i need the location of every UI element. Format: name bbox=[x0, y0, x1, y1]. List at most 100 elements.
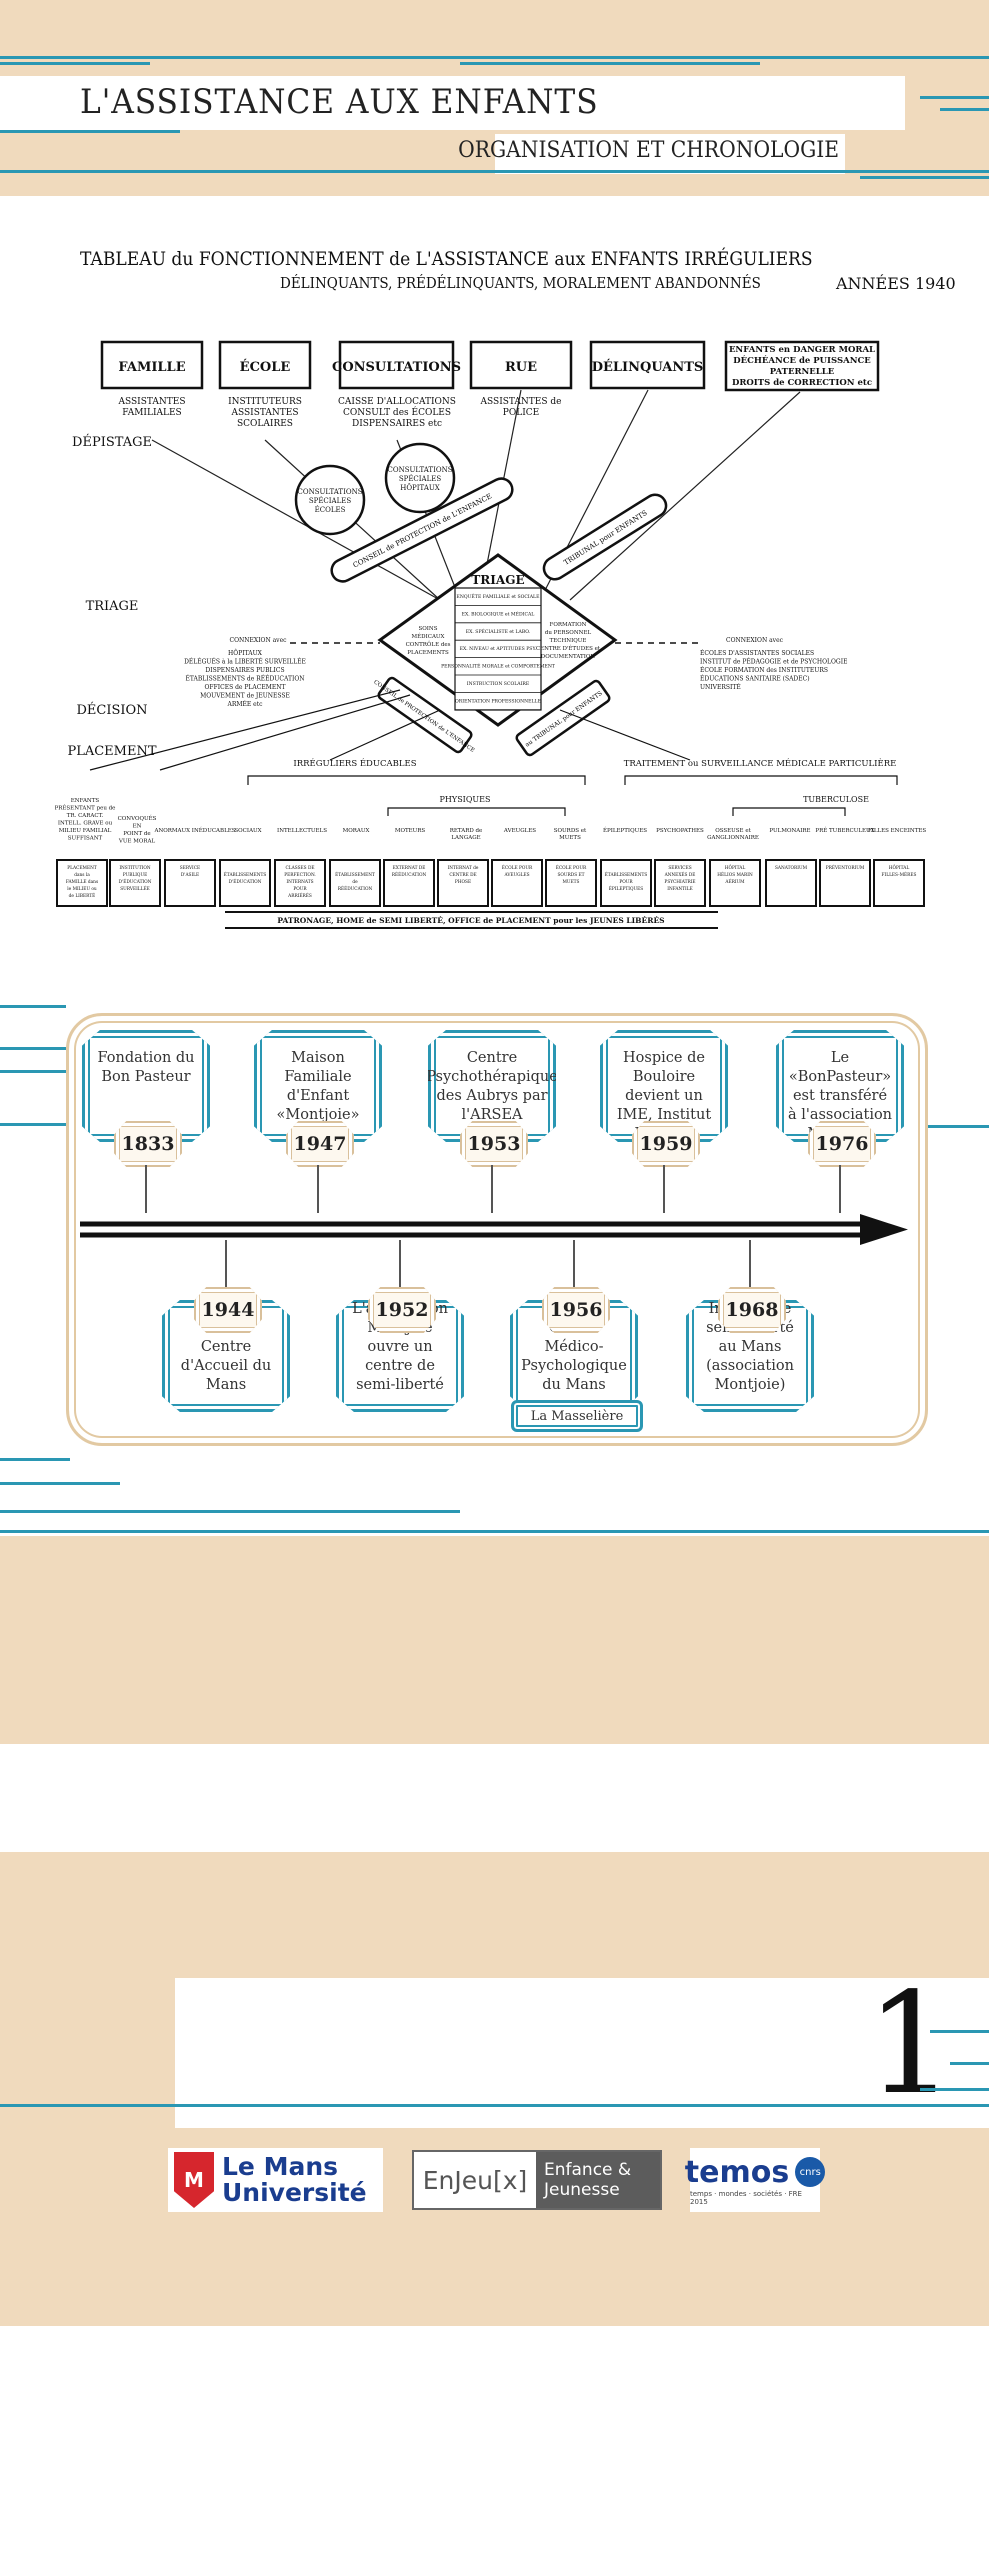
connector-line bbox=[569, 391, 801, 601]
timeline-stem bbox=[317, 1165, 319, 1213]
band-line bbox=[0, 1530, 989, 1533]
lemans-logo: M Le Mans Université bbox=[168, 2148, 383, 2212]
placement-box bbox=[219, 859, 271, 907]
connexion-left: HÔPITAUX bbox=[228, 649, 263, 657]
page-subtitle: ORGANISATION ET CHRONOLOGIE bbox=[458, 138, 839, 163]
placement-label: EXTERNAT DE bbox=[393, 866, 426, 871]
year-badge: 1953 bbox=[460, 1121, 528, 1167]
cnrs-icon: cnrs bbox=[795, 2157, 826, 2187]
year-badge: 1833 bbox=[114, 1121, 182, 1167]
group-label: PHYSIQUES bbox=[440, 795, 491, 804]
year-badge: 1976 bbox=[808, 1121, 876, 1167]
agent-label: DISPENSAIRES etc bbox=[352, 419, 442, 429]
placement-label: POUR bbox=[619, 880, 633, 885]
triage-left: SOINS bbox=[418, 626, 437, 632]
connexion-right: INSTITUT de PÉDAGOGIE et de PSYCHOLOGIE bbox=[700, 658, 847, 666]
source-label: ENFANTS en DANGER MORAL bbox=[729, 345, 875, 355]
category-label: MORAUX bbox=[343, 828, 370, 834]
subtitle-bar bbox=[495, 134, 845, 174]
temos-text: temos bbox=[684, 2154, 790, 2190]
category-label: RETARD de bbox=[450, 828, 483, 834]
year-badge: 1956 bbox=[542, 1287, 610, 1333]
pill-shape bbox=[377, 676, 473, 754]
connexion-right: ÉDUCATIONS SANITAIRE (SADEC) bbox=[700, 675, 810, 683]
pill-shape bbox=[542, 493, 668, 581]
placement-label: CLASSES DE bbox=[285, 866, 314, 871]
timeline-line bbox=[0, 1123, 66, 1126]
source-box bbox=[218, 340, 312, 390]
connexion-left: ÉTABLISSEMENTS de RÉÉDUCATION bbox=[185, 675, 304, 683]
connector-line bbox=[151, 439, 441, 601]
triage-row: EX. SPÉCIALISTE et LABO. bbox=[466, 627, 531, 635]
circle-label: CONSULTATIONS bbox=[387, 466, 452, 474]
circle-label: ÉCOLES bbox=[315, 505, 346, 514]
source-box bbox=[469, 340, 573, 390]
placement-label: PLACEMENT bbox=[67, 866, 97, 871]
placement-label: ARRIÉRÉS bbox=[287, 893, 312, 899]
timeline-stem bbox=[573, 1240, 575, 1288]
category-label: MUETS bbox=[559, 835, 581, 841]
connector-line bbox=[329, 709, 441, 761]
header-line bbox=[460, 62, 760, 65]
placement-label: INFANTILE bbox=[667, 887, 692, 892]
placement-box bbox=[600, 859, 652, 907]
triage-right: TECHNIQUE bbox=[550, 638, 587, 644]
year-badge: 1944 bbox=[194, 1287, 262, 1333]
placement-label: CENTRE DE bbox=[449, 873, 476, 878]
consult-circle bbox=[384, 442, 456, 514]
connexion-left: ARMÉE etc bbox=[227, 700, 264, 708]
band-line bbox=[0, 2104, 989, 2107]
category-label: LANGAGE bbox=[451, 835, 480, 841]
early-right: POINT de bbox=[123, 831, 150, 837]
band-line bbox=[930, 2030, 989, 2033]
placement-box bbox=[383, 859, 435, 907]
placement-box bbox=[545, 859, 597, 907]
category-label: AVEUGLES bbox=[503, 828, 536, 834]
timeline-line bbox=[0, 1482, 120, 1485]
placement-label: ÉCOLE POUR bbox=[556, 865, 587, 871]
chart-title: TABLEAU du FONCTIONNEMENT de L'ASSISTANC… bbox=[80, 248, 813, 270]
connexion-right: ÉCOLES D'ASSISTANTES SOCIALES bbox=[700, 649, 814, 657]
source-label: DÉCHÉANCE de PUISSANCE bbox=[733, 354, 871, 366]
connexion-left: OFFICES de PLACEMENT bbox=[204, 684, 285, 691]
circle-label: CONSULTATIONS bbox=[297, 488, 362, 496]
lemans-line2: Université bbox=[222, 2178, 367, 2207]
placement-label: SOURDS ET bbox=[557, 873, 584, 878]
placement-label: RÉÉDUCATION bbox=[338, 886, 373, 892]
placement-label: ÉCOLE POUR bbox=[502, 865, 533, 871]
placement-label: FILLES-MÈRES bbox=[882, 872, 917, 878]
group-label: TRAITEMENT ou SURVEILLANCE MÉDICALE PART… bbox=[624, 757, 897, 769]
enjeux-left: EnJeu[x] bbox=[422, 2165, 528, 2195]
timeline-line bbox=[0, 1458, 70, 1461]
placement-box bbox=[765, 859, 817, 907]
category-label: SOCIAUX bbox=[234, 828, 261, 834]
year-badge: 1959 bbox=[632, 1121, 700, 1167]
stage-label: DÉCISION bbox=[76, 702, 147, 718]
placement-label: INSTITUTION bbox=[119, 866, 151, 871]
connector-line bbox=[159, 694, 411, 771]
placement-box bbox=[56, 859, 108, 907]
category-label: PRÉ TUBERCULEUX bbox=[815, 826, 874, 834]
pill-shape bbox=[515, 679, 611, 757]
agent-label: INSTITUTEURS bbox=[228, 397, 302, 407]
early-right: CONVOQUÉS bbox=[118, 814, 157, 822]
placement-label: INTERNATS bbox=[286, 880, 313, 885]
lemans-line1: Le Mans bbox=[222, 2152, 339, 2181]
placement-label: SURVEILLÉE bbox=[120, 886, 150, 892]
circle-label: SPÉCIALES bbox=[399, 474, 442, 483]
placement-label: SERVICES bbox=[668, 866, 691, 871]
placement-label: ÉPILEPTIQUES bbox=[609, 886, 643, 892]
early-left: PRÉSENTANT peu de bbox=[55, 804, 116, 812]
timeline-line bbox=[0, 1005, 66, 1008]
band-line bbox=[950, 2062, 989, 2065]
connector-line bbox=[559, 709, 691, 761]
bracket bbox=[387, 807, 566, 816]
source-box bbox=[338, 340, 455, 390]
placement-label: D'ÉDUCATION bbox=[119, 879, 152, 885]
connexion-right: ÉCOLE FORMATION des INSTITUTEURS bbox=[700, 666, 828, 674]
category-label: FILLES ENCEINTES bbox=[868, 828, 927, 834]
placement-label: PHOSE bbox=[455, 880, 471, 885]
pill-label: TRIBUNAL pour ENFANTS bbox=[562, 509, 648, 567]
source-label: DROITS de CORRECTION etc bbox=[732, 378, 872, 388]
placement-box bbox=[437, 859, 489, 907]
